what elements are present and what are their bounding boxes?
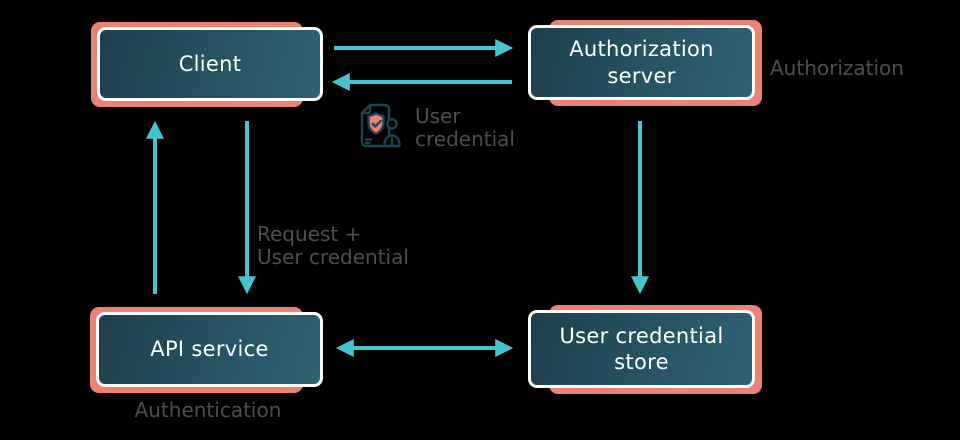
user-credential-edge-label: User credential xyxy=(415,104,515,151)
client-label: Client xyxy=(178,51,242,76)
client-box: Client xyxy=(97,27,323,101)
request-user-credential-edge-label: Request + User credential xyxy=(257,222,409,269)
node-credential-store: User credential store xyxy=(528,305,762,394)
authorization-stage-label: Authorization xyxy=(770,56,904,80)
shield-checkmark xyxy=(371,119,382,128)
shield-shape xyxy=(367,112,385,135)
user-credential-document-shield-person-icon xyxy=(360,103,401,148)
api-service-label: API service xyxy=(150,337,269,362)
auth-server-box: Authorization server xyxy=(528,25,755,100)
node-api-service: API service xyxy=(90,307,323,393)
node-auth-server: Authorization server xyxy=(528,20,762,106)
person-head xyxy=(386,117,398,130)
document-fold xyxy=(360,103,372,115)
credential-store-box: User credential store xyxy=(528,310,755,388)
credential-store-label: User credential store xyxy=(559,323,724,374)
node-client: Client xyxy=(91,22,323,107)
document-text-lines xyxy=(364,138,373,145)
api-service-box: API service xyxy=(96,312,323,387)
auth-server-label: Authorization server xyxy=(569,37,714,88)
authentication-stage-label: Authentication xyxy=(134,398,282,422)
